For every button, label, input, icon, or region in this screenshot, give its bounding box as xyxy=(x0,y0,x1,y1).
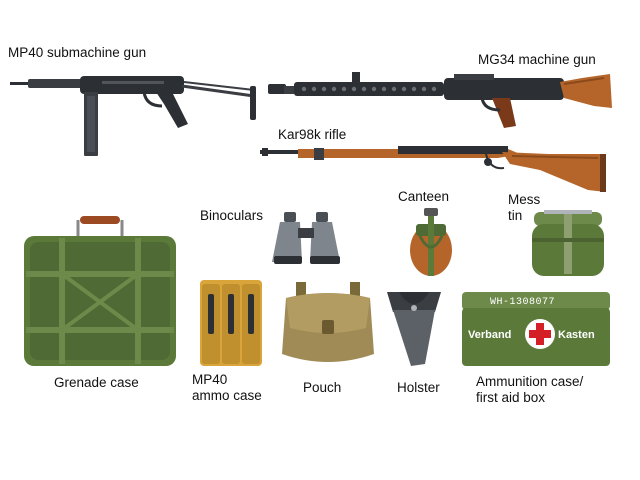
pouch-illustration xyxy=(282,282,374,362)
mp40-ammo-case-illustration xyxy=(200,280,262,366)
box-right-word: Kasten xyxy=(558,329,595,341)
mess-tin-label: Mess tin xyxy=(508,192,541,223)
holster-illustration xyxy=(387,292,441,366)
mp40-ammo-case-label: MP40 ammo case xyxy=(192,372,262,403)
box-left-word: Verband xyxy=(468,329,511,341)
holster-label: Holster xyxy=(397,380,440,395)
grenade-case-label: Grenade case xyxy=(54,375,139,390)
box-serial-text: WH-1308077 xyxy=(490,297,555,308)
pouch-label: Pouch xyxy=(303,380,342,395)
ammunition-case-illustration: WH-1308077 Verband Kasten xyxy=(462,292,610,366)
mp40-label: MP40 submachine gun xyxy=(8,45,147,60)
kar98k-illustration xyxy=(260,146,606,192)
grenade-case-illustration xyxy=(24,216,176,366)
ammunition-case-label: Ammunition case/ first aid box xyxy=(476,374,584,405)
mg34-illustration xyxy=(268,72,612,128)
binoculars-label: Binoculars xyxy=(200,208,264,223)
kar98k-label: Kar98k rifle xyxy=(278,127,347,142)
canteen-label: Canteen xyxy=(398,189,450,204)
mg34-label: MG34 machine gun xyxy=(478,52,596,67)
mp40-illustration xyxy=(10,76,256,156)
mess-tin-illustration xyxy=(532,210,604,276)
red-cross-icon xyxy=(525,319,555,349)
binoculars-illustration xyxy=(272,212,340,264)
canteen-illustration xyxy=(410,208,452,276)
